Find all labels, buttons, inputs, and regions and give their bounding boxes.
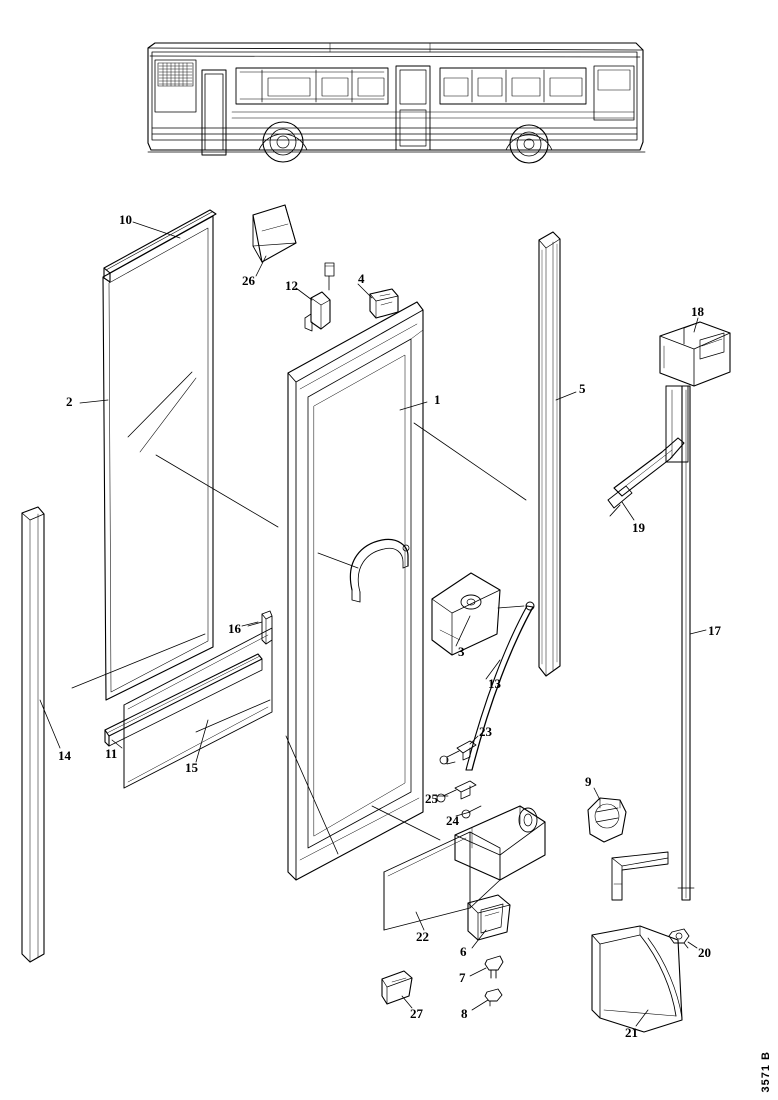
part-27-clip — [381, 970, 413, 1005]
part-9-round-mechanism — [587, 797, 627, 843]
part-18-top-bracket — [659, 321, 731, 387]
part-20-nut — [668, 928, 690, 949]
callout-21: 21 — [625, 1025, 638, 1040]
part-23-fastener — [439, 740, 477, 765]
part-13-curved-arm — [465, 601, 535, 771]
callout-14: 14 — [58, 748, 71, 763]
callout-23: 23 — [479, 724, 492, 739]
part-6-latch — [467, 894, 511, 941]
part-1-door-frame — [287, 301, 424, 881]
callout-25: 25 — [425, 791, 438, 806]
part-22-lower-panel — [383, 831, 501, 931]
part-26-wedge-bracket — [252, 204, 297, 263]
callout-11: 11 — [105, 746, 118, 761]
callout-5: 5 — [579, 381, 586, 396]
callout-2: 2 — [66, 394, 73, 409]
callout-15: 15 — [185, 760, 198, 775]
callout-8: 8 — [461, 1006, 468, 1021]
part-12-lever — [304, 262, 335, 332]
callout-9: 9 — [585, 774, 592, 789]
callout-1: 1 — [434, 392, 441, 407]
callout-20: 20 — [698, 945, 711, 960]
part-4-top-hinge — [369, 288, 399, 319]
sheet-number: 3571 B — [760, 1050, 772, 1092]
callout-7: 7 — [459, 970, 466, 985]
part-10-upper-trim — [103, 209, 217, 283]
callout-13: 13 — [488, 676, 501, 691]
callout-18: 18 — [691, 304, 704, 319]
part-8-nut — [484, 988, 503, 1007]
part-19-linkage-arm — [607, 385, 689, 517]
part-16-pin — [247, 610, 273, 645]
part-11-lower-rail — [104, 653, 263, 747]
part-19-lower-mount — [611, 851, 669, 901]
callout-12: 12 — [285, 278, 298, 293]
part-5-vertical-seal — [538, 231, 561, 677]
callout-19: 19 — [632, 520, 645, 535]
callout-6: 6 — [460, 944, 467, 959]
callout-26: 26 — [242, 273, 255, 288]
callout-17: 17 — [708, 623, 721, 638]
part-25-fastener — [436, 780, 482, 819]
part-2-door-glass — [102, 215, 214, 701]
callout-4: 4 — [358, 271, 365, 286]
part-14-vertical-seal — [21, 506, 45, 963]
part-3-pivot-housing — [431, 572, 501, 656]
callout-22: 22 — [416, 929, 429, 944]
part-15-lower-panel — [123, 627, 273, 789]
callout-24: 24 — [446, 813, 459, 828]
callout-3: 3 — [458, 644, 465, 659]
part-7-bolt — [484, 955, 504, 979]
bus-side-elevation-inset — [147, 42, 646, 164]
callout-16: 16 — [228, 621, 241, 636]
callout-10: 10 — [119, 212, 132, 227]
part-17-vertical-rod — [677, 385, 695, 901]
leader-lines — [39, 221, 707, 1027]
callout-27: 27 — [410, 1006, 423, 1021]
part-21-gusset-panel — [591, 925, 683, 1033]
